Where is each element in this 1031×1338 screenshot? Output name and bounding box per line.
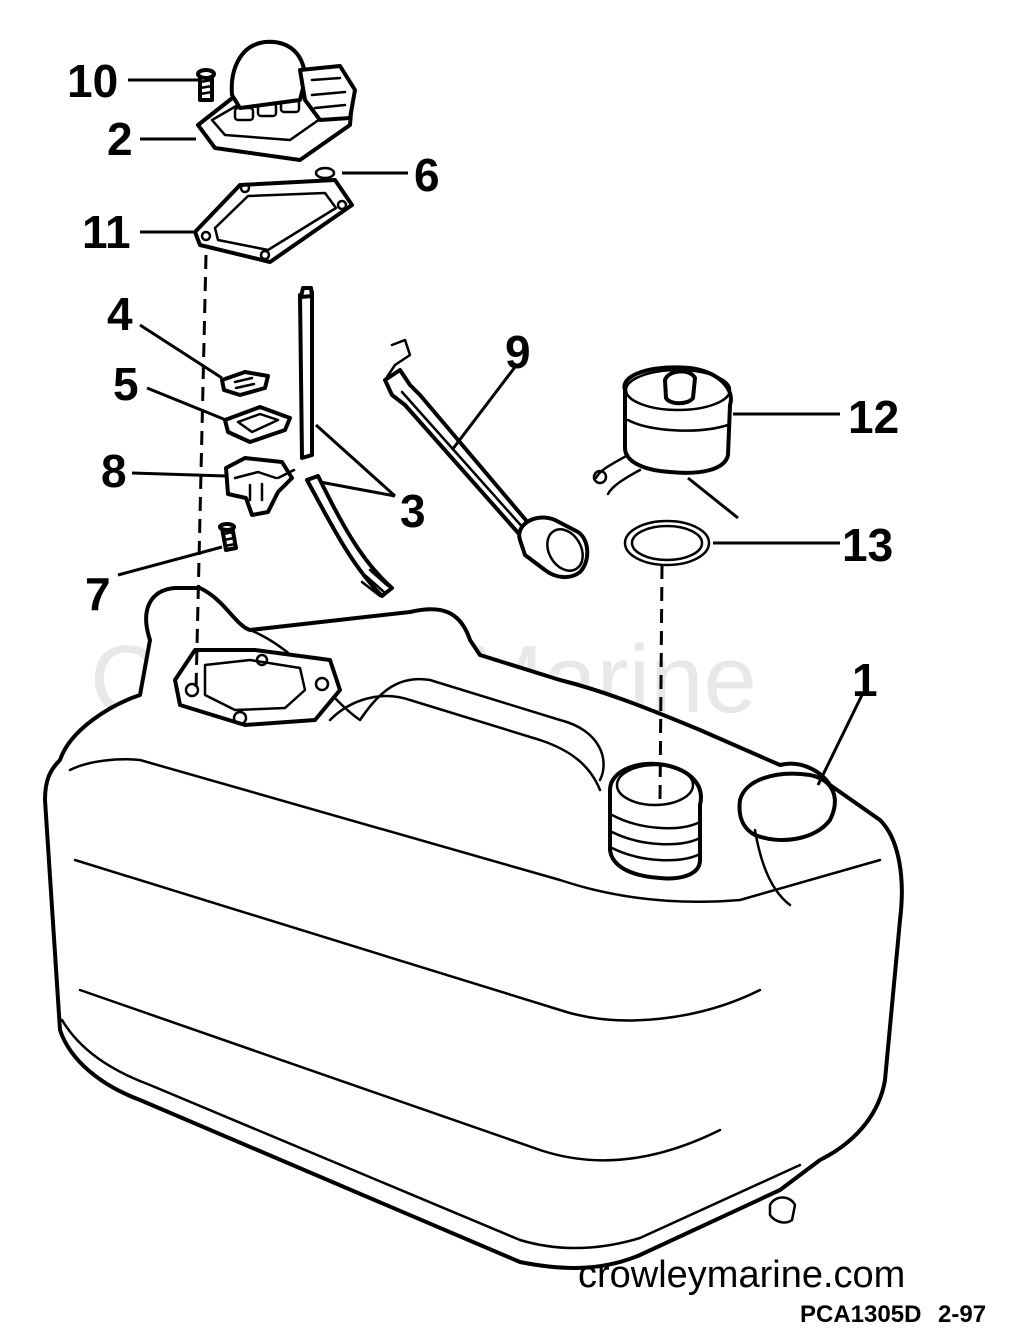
callout-3: 3 [400, 485, 426, 537]
leader-lines [117, 78, 864, 786]
screw-part-7 [218, 522, 238, 552]
bracket-part-8 [224, 456, 296, 517]
screw-part-10 [196, 68, 216, 102]
callout-5: 5 [113, 358, 139, 410]
callout-11: 11 [82, 206, 131, 258]
callout-1: 1 [852, 654, 878, 706]
o-ring-part-6 [314, 166, 336, 180]
assembly-line-right [658, 564, 664, 801]
callout-6: 6 [414, 149, 440, 201]
callout-7: 7 [85, 568, 111, 620]
callout-13: 13 [842, 519, 893, 571]
seal-part-5 [223, 405, 292, 444]
callout-12: 12 [848, 391, 899, 443]
callout-4: 4 [107, 288, 133, 340]
callout-8: 8 [101, 445, 127, 497]
callout-10: 10 [67, 55, 118, 107]
gasket-part-4 [220, 370, 270, 397]
part-code: PCA1305D [800, 1301, 921, 1328]
float-arm-part-9 [383, 338, 590, 579]
gasket-part-11 [193, 178, 354, 264]
date-code: 2-97 [938, 1301, 986, 1328]
cap-gasket-part-13 [623, 519, 711, 567]
callout-9: 9 [505, 326, 531, 378]
pickup-housing-part-2 [196, 39, 357, 162]
assembly-line-left [194, 254, 208, 691]
callout-2: 2 [107, 113, 133, 165]
fuel-cap-part-12 [592, 365, 733, 496]
site-url: crowleymarine.com [578, 1254, 905, 1296]
hose-part-3 [298, 286, 394, 598]
fuel-tank-part-1 [43, 586, 904, 1270]
